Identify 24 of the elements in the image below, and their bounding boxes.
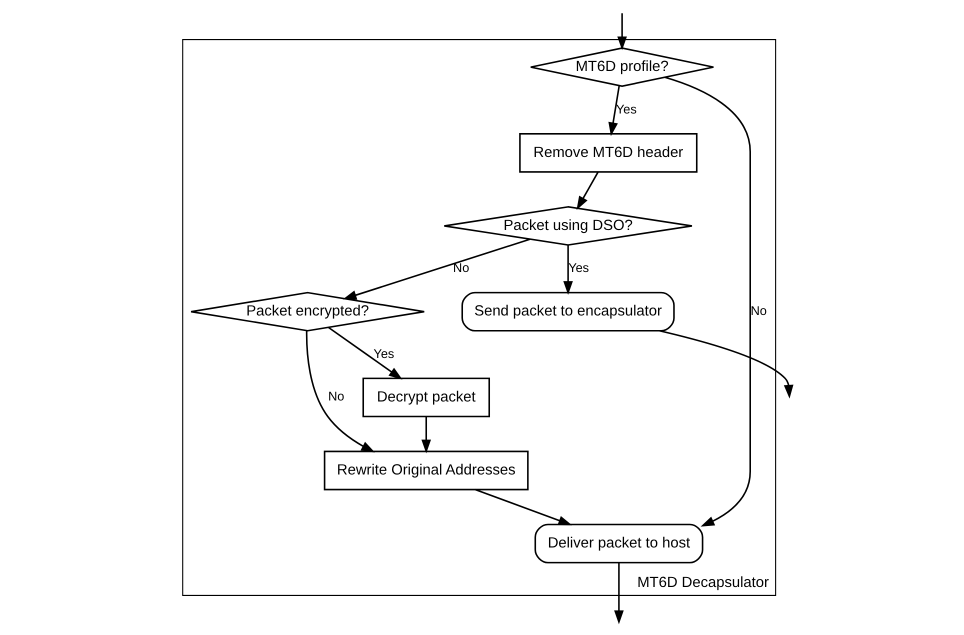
node-box: Decrypt packet xyxy=(362,378,490,418)
arrow xyxy=(664,76,751,527)
arrow xyxy=(608,86,620,136)
edge-label: Yes xyxy=(374,346,394,361)
arrow xyxy=(328,326,403,380)
edge-label: Yes xyxy=(616,102,637,116)
arrow xyxy=(563,245,573,295)
edge-label: No xyxy=(328,390,344,404)
arrow xyxy=(576,172,599,210)
node-diamond: Packet using DSO? xyxy=(443,206,693,246)
arrow xyxy=(614,562,624,624)
arrow xyxy=(475,488,572,526)
arrow xyxy=(617,13,627,50)
arrow xyxy=(421,416,432,454)
node-box: Remove MT6D header xyxy=(519,133,698,173)
arrow xyxy=(342,238,530,300)
edge-label: No xyxy=(750,304,767,318)
node-box: Deliver packet to host xyxy=(534,524,704,564)
arrow xyxy=(659,330,794,399)
node-diamond: MT6D profile? xyxy=(530,47,714,87)
arrow xyxy=(306,330,376,452)
edge-label: No xyxy=(453,261,470,276)
node-box: Send packet to encapsulator xyxy=(461,292,675,332)
node-box: Rewrite Original Addresses xyxy=(324,450,529,490)
